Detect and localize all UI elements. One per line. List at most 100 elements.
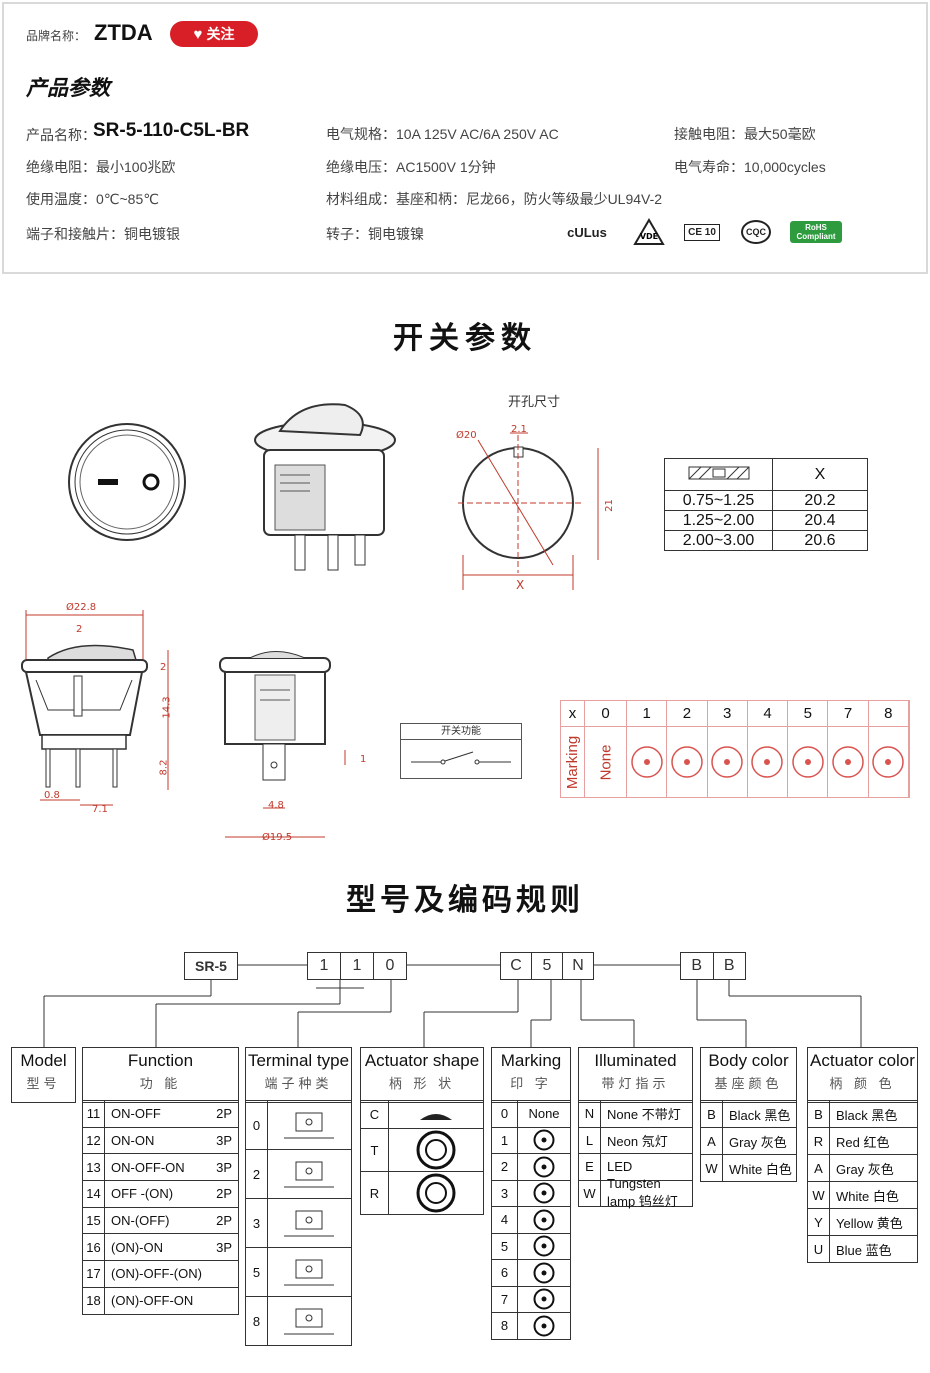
function-name: ON-ON <box>111 1133 155 1149</box>
function-name: ON-OFF-ON <box>111 1159 185 1175</box>
contact-resistance: 接触电阻：最大50毫欧 <box>674 126 816 142</box>
material: 材料组成：基座和柄：尼龙66，防火等级最少UL94V-2 <box>326 191 663 207</box>
marking-circle-icon <box>533 1156 555 1178</box>
dim-d20: Ø20 <box>456 430 477 441</box>
dim-2: 2 <box>76 624 83 635</box>
function-poles: 3P <box>216 1159 232 1175</box>
switch-front-view <box>68 423 186 541</box>
function-row: 16 (ON)-ON 3P <box>83 1233 238 1261</box>
actuator-code: R <box>361 1172 389 1214</box>
marking-code: 3 <box>492 1180 518 1206</box>
row-code: W <box>701 1155 723 1181</box>
actuator-code: C <box>361 1101 389 1128</box>
dim-x: X <box>516 578 525 592</box>
cutout-title: 开孔尺寸 <box>508 395 561 410</box>
marking-symbol-cell <box>667 727 708 797</box>
terminal-code: 5 <box>246 1248 268 1296</box>
marking-circle-icon <box>533 1262 555 1284</box>
terminal-code: 2 <box>246 1150 268 1198</box>
terminal-code: 3 <box>246 1199 268 1247</box>
marking-symbol-icon <box>671 746 703 778</box>
marking-symbol-cell <box>748 727 789 797</box>
row-code: W <box>579 1180 601 1206</box>
dim-0-8: 0.8 <box>44 790 60 801</box>
marking-circle-icon <box>533 1288 555 1310</box>
terminal-row: 2 <box>246 1149 351 1198</box>
switch-function-label: 开关功能 <box>401 724 521 740</box>
marking-header-cell: 4 <box>748 701 789 726</box>
actuator-rocker-icon <box>420 1113 452 1120</box>
row-name: White 白色 <box>729 1161 792 1177</box>
marking-row: 1 <box>492 1126 570 1153</box>
operating-temp: 使用温度：0℃~85℃ <box>26 191 159 207</box>
terminal-drawing <box>268 1150 351 1198</box>
dim-1: 1 <box>360 754 367 765</box>
marking-circle-icon <box>533 1209 555 1231</box>
coding-title: 型号及编码规则 <box>346 883 584 918</box>
marking-sample <box>518 1313 570 1339</box>
cqc-cert-icon: CQC <box>738 217 774 247</box>
follow-button[interactable]: ♥ 关注 <box>170 21 258 47</box>
function-poles: 3P <box>216 1239 232 1255</box>
dim-d228: Ø22.8 <box>66 602 97 613</box>
marking-none: None <box>596 744 614 780</box>
marking-symbol-icon <box>711 746 743 778</box>
dim-4-8: 4.8 <box>268 800 284 811</box>
function-name: ON-(OFF) <box>111 1213 170 1229</box>
row-code: A <box>808 1155 830 1181</box>
insulation-voltage: 绝缘电压：AC1500V 1分钟 <box>326 159 496 175</box>
elec-spec: 电气规格：10A 125V AC/6A 250V AC <box>326 126 559 142</box>
thickness-range: 1.25~2.00 <box>664 510 773 531</box>
product-name-label: 产品名称： <box>26 127 96 143</box>
dim-h21: 21 <box>603 499 615 512</box>
marking-symbol-icon <box>832 746 864 778</box>
terminal-code: 0 <box>246 1101 268 1149</box>
marking-sample <box>518 1207 570 1233</box>
svg-text:VDE: VDE <box>640 232 658 241</box>
function-code: 16 <box>83 1234 105 1261</box>
function-name: (ON)-OFF-ON <box>111 1293 194 1309</box>
ul-cert-icon: cULus <box>567 224 607 240</box>
marking-header-cell: 1 <box>627 701 668 726</box>
function-code: 18 <box>83 1287 105 1314</box>
brand-name[interactable]: ZTDA <box>94 20 153 45</box>
function-row: 18 (ON)-OFF-ON <box>83 1286 238 1314</box>
marking-sample <box>518 1260 570 1286</box>
marking-code: 8 <box>492 1313 518 1339</box>
row-name: Red 红色 <box>836 1134 890 1150</box>
function-code: 12 <box>83 1127 105 1154</box>
marking-circle-icon <box>533 1235 555 1257</box>
row-code: N <box>579 1101 601 1127</box>
actuator-drawing <box>389 1101 483 1128</box>
terminal-material: 端子和接触片：铜电镀银 <box>26 226 180 242</box>
marking-circle-icon <box>533 1315 555 1337</box>
marking-sample <box>518 1154 570 1180</box>
row-code: A <box>701 1128 723 1154</box>
terminal-icon <box>284 1308 334 1335</box>
function-code: 13 <box>83 1154 105 1181</box>
function-poles: 3P <box>216 1133 232 1149</box>
actuator-row: R <box>361 1171 483 1214</box>
function-poles <box>232 1261 238 1287</box>
actuator-round-icon <box>416 1173 456 1213</box>
marking-row: 2 <box>492 1153 570 1180</box>
marking-symbol-cell <box>708 727 748 797</box>
row-code: W <box>808 1182 830 1208</box>
thickness-header-x: X <box>772 458 868 491</box>
switch-function-box: 开关功能 <box>400 723 522 779</box>
function-poles <box>232 1288 238 1314</box>
marking-symbol-cell <box>788 727 829 797</box>
function-name: (ON)-ON <box>111 1239 163 1255</box>
